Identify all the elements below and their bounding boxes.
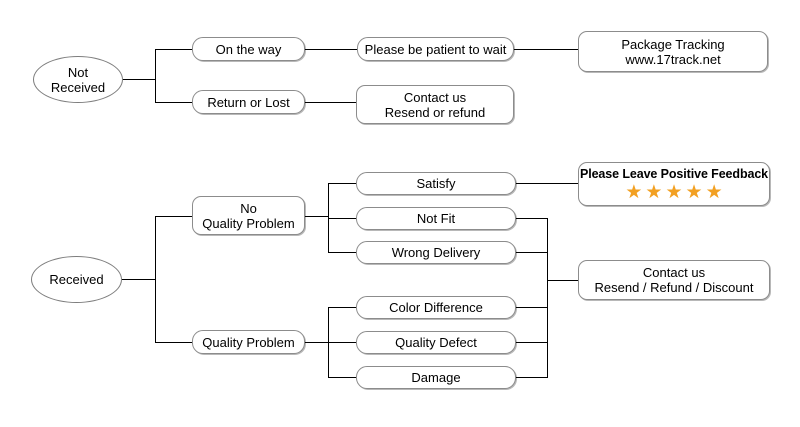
connector-received-arm-bottom	[155, 342, 192, 343]
connector-qp-arm-color-difference	[328, 307, 356, 308]
connector-qp-stem	[305, 342, 328, 343]
node-package-tracking-line2: www.17track.net	[625, 51, 721, 67]
node-contact-resend-refund-line1: Contact us	[403, 89, 467, 105]
node-color-difference[interactable]: Color Difference	[356, 296, 516, 319]
node-received-label: Received	[49, 272, 104, 287]
connector-not-received-bus	[155, 49, 156, 103]
feedback-title: Please Leave Positive Feedback	[579, 166, 769, 181]
node-contact-discount-line2: Resend / Refund / Discount	[594, 280, 754, 295]
node-please-be-patient[interactable]: Please be patient to wait	[357, 37, 514, 61]
connector-received-stem	[122, 279, 155, 280]
connector-nqp-stem	[305, 216, 328, 217]
star-icon[interactable]: ★	[705, 181, 723, 203]
connector-nqp-arm-satisfy	[328, 183, 356, 184]
connector-quality-defect-to-merge	[516, 342, 548, 343]
node-please-be-patient-label: Please be patient to wait	[364, 41, 507, 57]
node-not-received-line2: Received	[50, 79, 106, 95]
node-positive-feedback[interactable]: Please Leave Positive Feedback ★ ★ ★ ★ ★	[578, 162, 770, 206]
node-quality-problem[interactable]: Quality Problem	[192, 330, 305, 354]
node-damage-label: Damage	[411, 370, 461, 385]
connector-color-difference-to-merge	[516, 307, 548, 308]
node-no-quality-problem[interactable]: No Quality Problem	[192, 196, 305, 235]
node-contact-discount-line1: Contact us	[642, 265, 706, 280]
connector-satisfy-to-feedback	[516, 183, 578, 184]
node-return-or-lost-label: Return or Lost	[207, 94, 290, 110]
node-damage[interactable]: Damage	[356, 366, 516, 389]
node-contact-resend-refund-discount[interactable]: Contact us Resend / Refund / Discount	[578, 260, 770, 300]
node-package-tracking-line1: Package Tracking	[621, 36, 725, 52]
connector-wrong-delivery-to-merge	[516, 252, 548, 253]
star-icon[interactable]: ★	[665, 181, 683, 203]
connector-not-fit-to-merge	[516, 218, 548, 219]
node-return-or-lost[interactable]: Return or Lost	[192, 90, 305, 114]
connector-received-bus	[155, 216, 156, 343]
node-color-difference-label: Color Difference	[389, 300, 483, 315]
connector-qp-arm-quality-defect	[328, 342, 356, 343]
node-satisfy-label: Satisfy	[416, 176, 456, 191]
connector-nqp-bus	[328, 183, 329, 252]
connector-return-to-contact	[305, 102, 356, 103]
node-no-quality-problem-line2: Quality Problem	[202, 215, 295, 231]
node-no-quality-problem-line1: No	[240, 200, 257, 216]
node-on-the-way[interactable]: On the way	[192, 37, 305, 61]
node-not-received-line1: Not	[67, 64, 89, 80]
node-package-tracking[interactable]: Package Tracking www.17track.net	[578, 31, 768, 72]
node-wrong-delivery-label: Wrong Delivery	[391, 245, 481, 260]
node-contact-resend-refund[interactable]: Contact us Resend or refund	[356, 85, 514, 124]
node-quality-problem-label: Quality Problem	[202, 334, 295, 350]
node-on-the-way-label: On the way	[215, 41, 282, 57]
node-wrong-delivery[interactable]: Wrong Delivery	[356, 241, 516, 264]
node-not-fit-label: Not Fit	[416, 211, 456, 226]
node-satisfy[interactable]: Satisfy	[356, 172, 516, 195]
connector-qp-arm-damage	[328, 377, 356, 378]
connector-received-arm-top	[155, 216, 192, 217]
star-icon[interactable]: ★	[645, 181, 663, 203]
connector-nqp-arm-wrong-delivery	[328, 252, 356, 253]
connector-nqp-arm-not-fit	[328, 218, 356, 219]
connector-not-received-arm-bottom	[155, 102, 192, 103]
node-not-fit[interactable]: Not Fit	[356, 207, 516, 230]
star-icon[interactable]: ★	[685, 181, 703, 203]
node-quality-defect-label: Quality Defect	[395, 335, 477, 350]
node-quality-defect[interactable]: Quality Defect	[356, 331, 516, 354]
connector-wait-to-tracking	[514, 49, 578, 50]
star-icon[interactable]: ★	[625, 181, 643, 203]
connector-merge-to-contact	[547, 280, 578, 281]
connector-not-received-stem	[123, 79, 155, 80]
node-received[interactable]: Received	[31, 256, 122, 303]
node-not-received[interactable]: Not Received	[33, 56, 123, 103]
connector-on-the-way-to-wait	[305, 49, 357, 50]
connector-merge-bus	[547, 218, 548, 378]
connector-damage-to-merge	[516, 377, 548, 378]
connector-not-received-arm-top	[155, 49, 192, 50]
star-rating[interactable]: ★ ★ ★ ★ ★	[625, 183, 722, 202]
node-contact-resend-refund-line2: Resend or refund	[384, 104, 486, 120]
